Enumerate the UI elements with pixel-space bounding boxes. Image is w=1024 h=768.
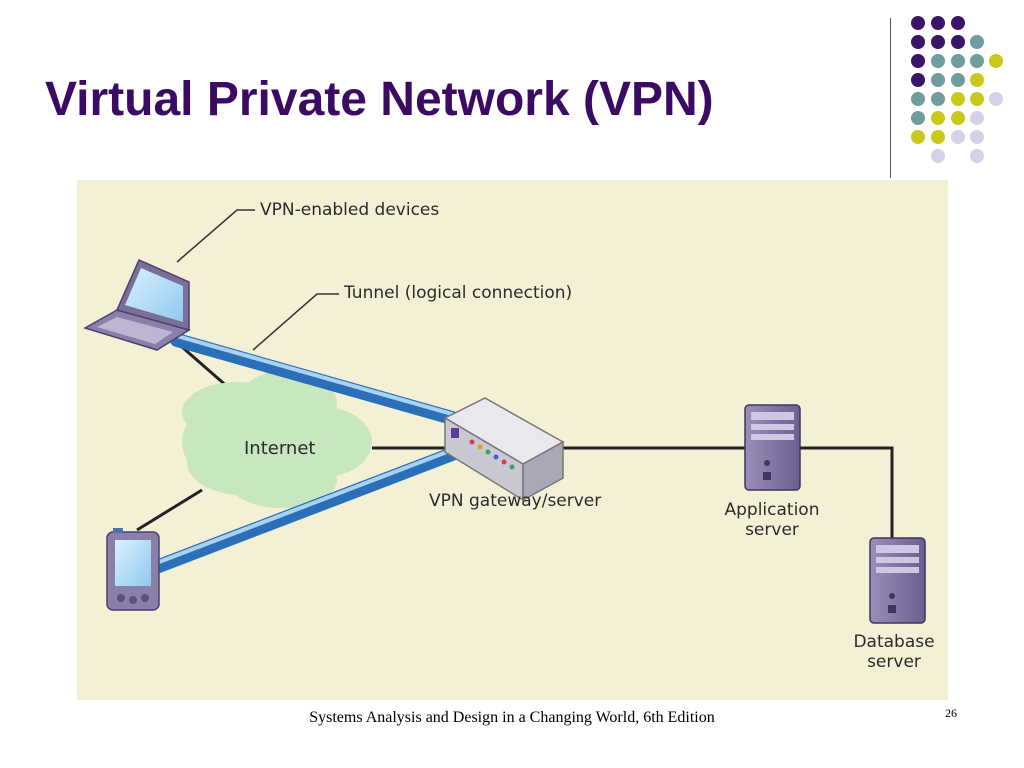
dot xyxy=(931,16,945,30)
diagram-graphics xyxy=(83,209,926,624)
vpn-devices-label: VPN-enabled devices xyxy=(260,200,440,220)
devices-callout-line xyxy=(176,209,255,263)
decorative-dot-grid xyxy=(911,16,1003,163)
dot xyxy=(911,73,925,87)
dot xyxy=(970,92,984,106)
db-server-label-line1: Database xyxy=(853,632,935,652)
tunnel-pda-gateway xyxy=(152,447,459,573)
dot xyxy=(931,54,945,68)
dot xyxy=(911,92,925,106)
dot xyxy=(931,149,945,163)
dot xyxy=(970,54,984,68)
database-server-icon xyxy=(869,537,926,624)
internet-cloud xyxy=(182,370,372,508)
db-server-label: Database server xyxy=(839,632,949,672)
dot xyxy=(989,92,1003,106)
laptop-icon xyxy=(83,259,191,351)
dot xyxy=(970,111,984,125)
app-server-label-line1: Application xyxy=(724,500,820,520)
tunnel-label: Tunnel (logical connection) xyxy=(344,283,573,303)
dot xyxy=(911,54,925,68)
dot xyxy=(951,35,965,49)
dot xyxy=(931,111,945,125)
dot xyxy=(951,130,965,144)
dot xyxy=(951,111,965,125)
dot xyxy=(951,92,965,106)
gateway-label: VPN gateway/server xyxy=(429,491,602,511)
dot xyxy=(931,130,945,144)
dot xyxy=(931,73,945,87)
dot xyxy=(931,35,945,49)
pda-internet-link xyxy=(136,488,203,532)
application-server-icon xyxy=(744,404,801,491)
pda-icon xyxy=(106,528,160,611)
internet-label: Internet xyxy=(244,438,316,459)
gateway-app-db-link xyxy=(562,446,894,542)
app-server-label: Application server xyxy=(712,500,832,540)
dot xyxy=(970,35,984,49)
page-number: 26 xyxy=(945,706,957,720)
dot xyxy=(970,130,984,144)
db-server-label-line2: server xyxy=(867,652,921,672)
tunnel-laptop-gateway xyxy=(170,333,459,425)
dot xyxy=(951,73,965,87)
slide-footer: Systems Analysis and Design in a Changin… xyxy=(309,709,715,726)
dot xyxy=(970,73,984,87)
dot xyxy=(911,130,925,144)
vpn-diagram: VPN-enabled devices Tunnel (logical conn… xyxy=(77,180,948,700)
app-server-label-line2: server xyxy=(745,520,799,540)
dot xyxy=(931,92,945,106)
title-divider-line xyxy=(890,18,891,178)
tunnel-pda-gateway-highlight xyxy=(157,448,454,564)
tunnel-callout-line xyxy=(252,293,339,351)
slide-title: Virtual Private Network (VPN) xyxy=(45,73,714,126)
dot xyxy=(911,16,925,30)
tunnel-laptop-gateway-highlight xyxy=(175,334,454,416)
dot xyxy=(989,54,1003,68)
dot xyxy=(951,54,965,68)
dot xyxy=(911,35,925,49)
dot xyxy=(911,111,925,125)
dot xyxy=(970,149,984,163)
dot xyxy=(951,16,965,30)
vpn-gateway-icon xyxy=(443,397,565,502)
